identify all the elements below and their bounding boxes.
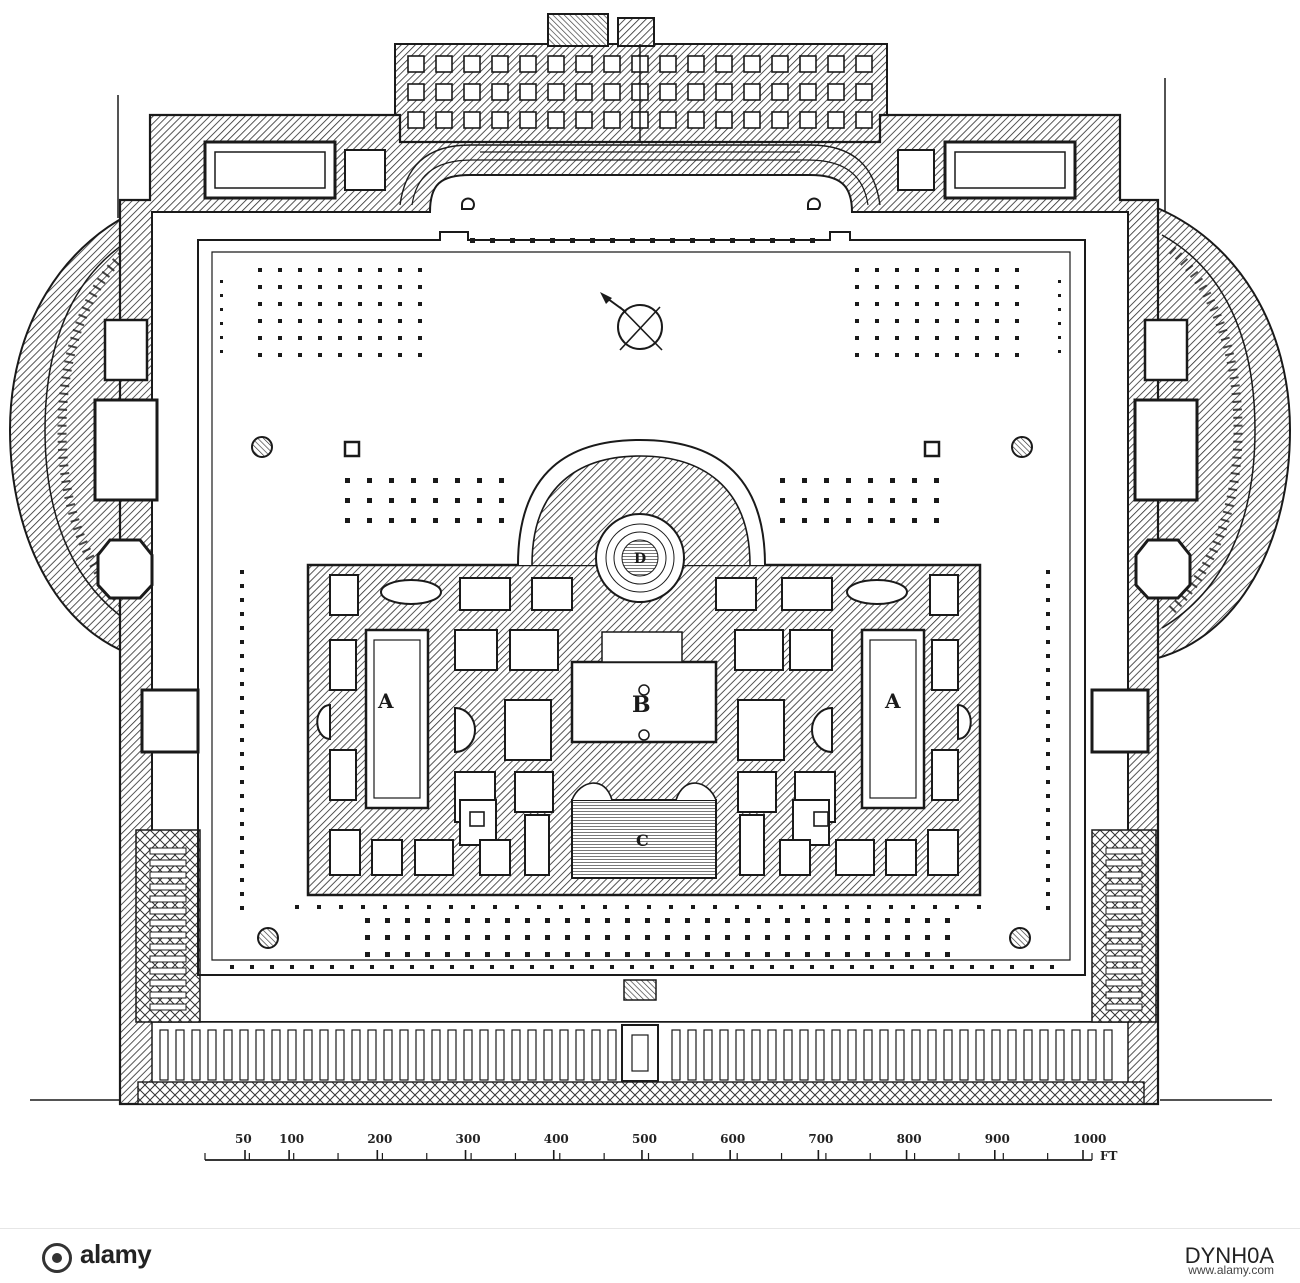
- watermark-bar: alamy DYNH0A www.alamy.com: [0, 1228, 1300, 1283]
- courtyard: [197, 197, 1086, 1082]
- scale-label: 800: [897, 1132, 922, 1146]
- bath-rooms: [329, 574, 959, 876]
- scale-label: 200: [367, 1132, 392, 1146]
- cistern-se: [1009, 927, 1031, 949]
- label-b: B: [632, 692, 651, 718]
- watermark-image-id: DYNH0A: [1184, 1243, 1274, 1268]
- boundary-lines: [30, 78, 1272, 1101]
- scale-label: 1000: [1073, 1132, 1106, 1146]
- scale-label: 300: [456, 1132, 481, 1146]
- scale-label: 50: [235, 1132, 252, 1146]
- stair-rungs: [149, 847, 1143, 1011]
- south-chambers: [159, 1029, 1113, 1081]
- label-a-right: A: [884, 689, 901, 713]
- scale-unit: FT: [1100, 1149, 1118, 1163]
- scale-label: 600: [720, 1132, 745, 1146]
- scale-labels: 50 100 200 300 400 500 600 700 800 900 1000: [235, 1132, 1106, 1146]
- cistern-sw: [257, 927, 279, 949]
- watermark-url: www.alamy.com: [1188, 1263, 1274, 1277]
- label-c: C: [636, 831, 649, 850]
- cistern-ne: [1011, 436, 1033, 458]
- cistern-nw: [251, 436, 273, 458]
- scale-ticks: [204, 1150, 1093, 1160]
- north-wing: [394, 13, 888, 145]
- compass-icon: [600, 292, 663, 351]
- scale-label: 900: [985, 1132, 1010, 1146]
- floor-plan-svg: A A B C D 50 100 200 300 400 500 600 700 800 900 1…: [8, 13, 1292, 1163]
- central-baths: A A B C D: [306, 438, 982, 897]
- scale-label: 700: [808, 1132, 833, 1146]
- scale-label: 400: [544, 1132, 569, 1146]
- scale-label: 500: [632, 1132, 657, 1146]
- label-d: D: [634, 551, 646, 567]
- alamy-logo-icon: [42, 1243, 72, 1273]
- label-a-left: A: [377, 689, 394, 713]
- north-cells: [407, 44, 873, 144]
- scale-bar: 50 100 200 300 400 500 600 700 800 900 1000 FT: [204, 1132, 1118, 1163]
- watermark-brand: alamy: [80, 1239, 152, 1269]
- colonnade-dots: [220, 238, 1061, 969]
- scale-label: 100: [279, 1132, 304, 1146]
